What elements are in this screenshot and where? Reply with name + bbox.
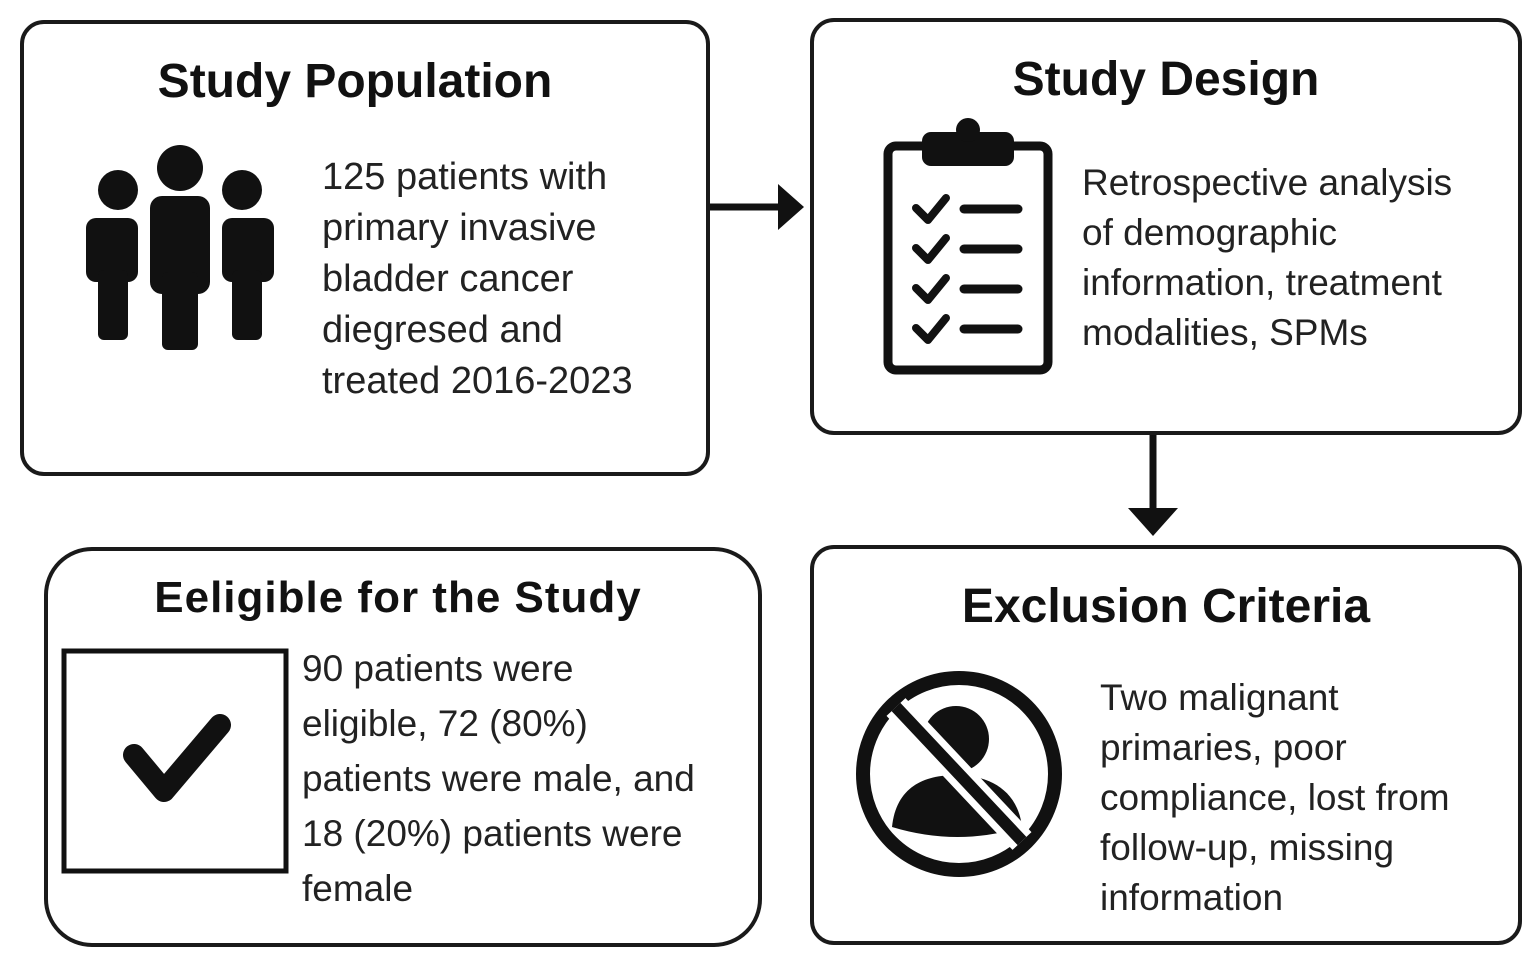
clipboard-checklist-icon bbox=[878, 116, 1058, 386]
eligible-text: 90 patients were eligible, 72 (80%) pati… bbox=[302, 648, 695, 909]
checkbox-checked-icon bbox=[60, 647, 290, 882]
study-design-title: Study Design bbox=[1012, 53, 1320, 106]
no-person-icon bbox=[852, 667, 1067, 887]
study-design-text: Retrospective analysis of demographic in… bbox=[1082, 162, 1453, 353]
exclusion-title: Exclusion Criteria bbox=[961, 580, 1371, 633]
arrow-population-to-design bbox=[710, 184, 804, 230]
study-population-text: 125 patients with primary invasive bladd… bbox=[322, 156, 633, 402]
eligible-title: Eeligible for the Study bbox=[154, 573, 642, 622]
eligible-box: Eeligible for the Study 90 patients were… bbox=[44, 547, 762, 947]
study-population-title: Study Population bbox=[157, 55, 553, 108]
people-group-icon bbox=[80, 142, 280, 357]
study-population-box: Study Population 125 patients with prima… bbox=[20, 20, 710, 476]
exclusion-text: Two malignant primaries, poor compliance… bbox=[1100, 677, 1450, 918]
arrow-design-to-exclusion bbox=[1128, 435, 1178, 536]
study-design-box: Study Design Retrospective analysis of d… bbox=[810, 18, 1522, 435]
exclusion-box: Exclusion Criteria Two malignant primari… bbox=[810, 545, 1522, 945]
